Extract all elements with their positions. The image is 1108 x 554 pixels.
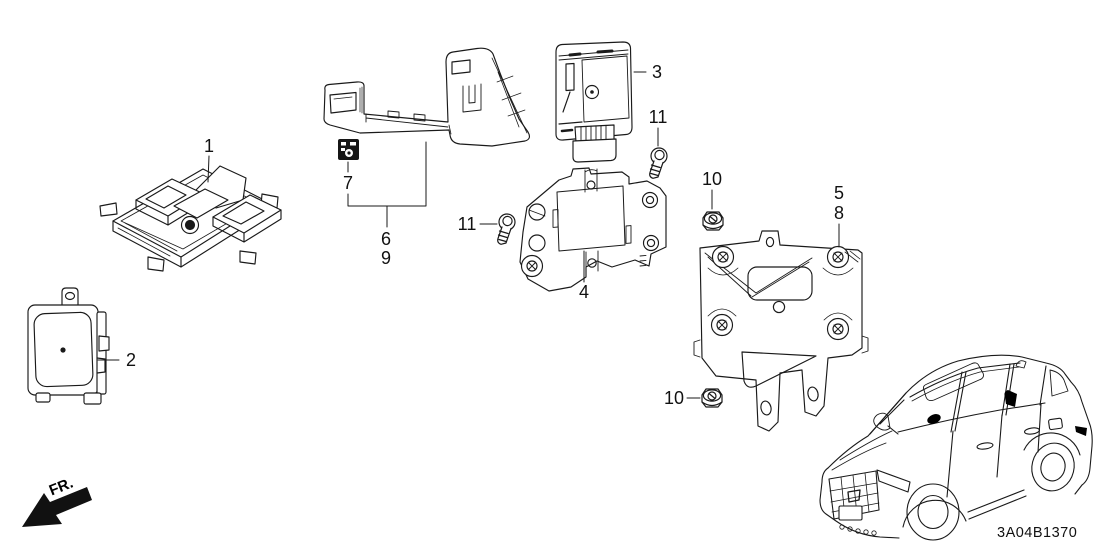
fr-arrow-icon [22,487,92,527]
callout-4[interactable]: 4 [578,282,590,302]
callout-10-upper[interactable]: 10 [701,169,723,189]
radar-unit-drawing [27,287,110,405]
callout-6[interactable]: 6 [380,229,392,249]
figure-code: 3A04B1370 [997,525,1078,541]
washer-bolt-left-drawing [497,213,516,245]
module-bracket-drawing [519,167,667,292]
callout-10-lower[interactable]: 10 [663,388,685,408]
rear-quarter-location-mark [1075,426,1087,436]
callout-7[interactable]: 7 [342,173,354,193]
washer-bolt-right-drawing [649,147,668,179]
flange-nut-upper-drawing [702,211,724,231]
callout-5[interactable]: 5 [833,183,845,203]
callout-11-right[interactable]: 11 [648,107,668,127]
callout-2[interactable]: 2 [125,350,137,370]
callout-9[interactable]: 9 [380,248,392,268]
roof-module-location-mark [1004,390,1017,407]
clip-drawing [338,139,359,160]
vehicle-suv-drawing [819,354,1093,541]
front-camera-location-mark [927,414,941,424]
control-module-drawing [555,41,633,163]
callout-3[interactable]: 3 [651,62,663,82]
camera-bracket-drawing [323,47,531,147]
mounting-bracket-drawing [693,230,869,432]
callout-11-left[interactable]: 11 [457,214,477,234]
flange-nut-lower-drawing [701,388,723,408]
leader-lines [97,71,840,399]
callout-1[interactable]: 1 [203,136,215,156]
camera-unit-drawing [99,165,282,272]
callout-8[interactable]: 8 [833,203,845,223]
